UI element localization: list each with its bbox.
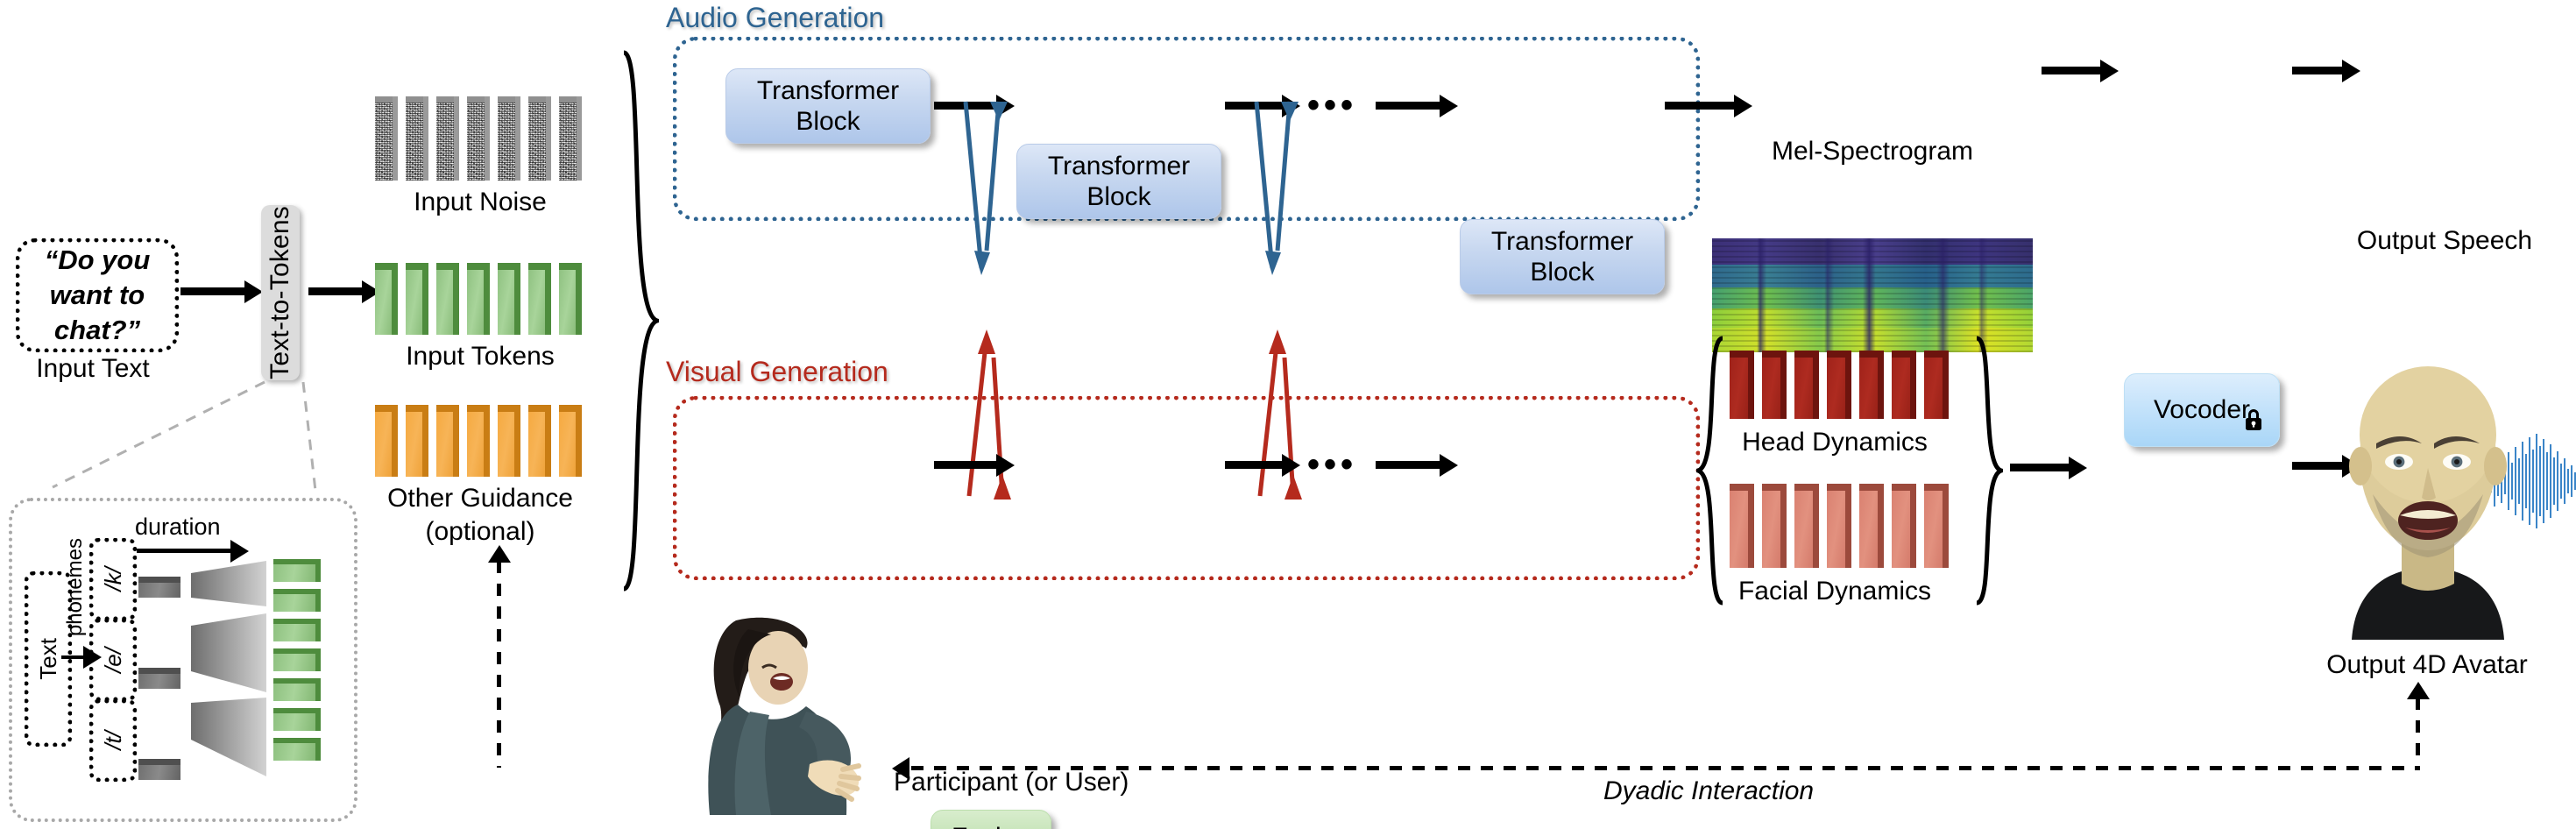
feedback-line-from-avatar [2416, 698, 2420, 769]
other-guidance-stack [375, 405, 582, 477]
phoneme-box-3: /t/ [89, 699, 137, 782]
input-text-quote: “Do you want to chat?” [44, 244, 151, 346]
text-label-inset: Text [34, 638, 61, 680]
guidance-arrowhead-up [488, 545, 511, 563]
feedback-arrowhead-left [892, 757, 909, 780]
arrow-vocoder-to-speech [2292, 67, 2343, 74]
inset-expanded-tokens [273, 559, 321, 761]
phoneme-embed-1 [138, 577, 180, 598]
phonemes-label: phonemes [63, 538, 87, 637]
other-guidance-caption: Other Guidance [387, 484, 573, 513]
text-box-inset: Text [25, 571, 72, 747]
arrow-audio-b2-ellipsis [1225, 102, 1283, 110]
duration-label: duration [135, 514, 221, 540]
block-label-line2: Block [796, 107, 860, 136]
arrow-tokenizer-to-tokens [308, 287, 363, 295]
phoneme-box-2: /e/ [89, 619, 137, 701]
other-guidance-optional: (optional) [425, 517, 535, 546]
block-label-line1: Transformer [756, 75, 900, 105]
duration-expansion-trapezoids [191, 561, 266, 776]
input-tokens-stack [375, 263, 582, 335]
dyadic-interaction-caption: Dyadic Interaction [1603, 776, 1815, 805]
lock-icon [2242, 407, 2265, 437]
dynamics-brace-left [1696, 336, 1724, 606]
fusion-block-1: Fusion [931, 810, 1051, 829]
input-noise-caption: Input Noise [414, 188, 547, 216]
phoneme-box-1: /k/ [89, 538, 137, 620]
visual-generation-region [673, 396, 1700, 580]
audio-transformer-block-2: Transformer Block [1016, 144, 1221, 219]
audio-generation-title: Audio Generation [666, 2, 885, 33]
audio-ellipsis: ••• [1307, 86, 1358, 124]
arrow-audio-ellipsis-b3 [1376, 102, 1440, 110]
output-avatar-image [2318, 338, 2537, 640]
output-speech-caption: Output Speech [2356, 226, 2533, 255]
visual-ellipsis: ••• [1307, 445, 1358, 484]
arrow-visual-b1-b2 [934, 461, 997, 469]
visual-generation-title: Visual Generation [666, 356, 888, 387]
head-dynamics-stack [1730, 351, 1949, 419]
feedback-arrowhead-up [2407, 682, 2430, 699]
arrow-visual-ellipsis-b3 [1376, 461, 1440, 469]
arrow-dynamics-to-decoder [2010, 464, 2070, 471]
feedback-line-to-guidance [497, 561, 501, 768]
feedback-line-horizontal [911, 766, 2420, 770]
fusion-label: Fusion [952, 822, 1030, 829]
phoneme-embed-3 [138, 759, 180, 780]
arrow-spectrogram-to-vocoder [2042, 67, 2101, 74]
input-tokens-caption: Input Tokens [406, 342, 555, 371]
arrow-decoder-to-avatar [2292, 462, 2343, 470]
mel-spectrogram-image [1712, 238, 2033, 352]
mel-spectrogram-caption: Mel-Spectrogram [1771, 137, 1974, 166]
arrow-text-to-phonemes [61, 655, 84, 659]
output-avatar-caption: Output 4D Avatar [2326, 650, 2528, 679]
fusion-arrows-audio-2 [1254, 101, 1299, 275]
dynamics-brace-right [1975, 336, 2003, 606]
head-dynamics-caption: Head Dynamics [1742, 428, 1928, 457]
inset-callout-lines [52, 380, 317, 492]
facial-dynamics-stack [1730, 484, 1949, 568]
input-noise-stack [375, 96, 582, 181]
participant-caption: Participant (or User) [894, 768, 1129, 797]
audio-transformer-block-3: Transformer Block [1460, 219, 1665, 294]
arrow-text-to-tokenizer [180, 287, 245, 295]
vocoder-label: Vocoder [2153, 395, 2251, 425]
phoneme-embed-2 [138, 668, 180, 689]
facial-dynamics-caption: Facial Dynamics [1737, 577, 1932, 606]
text-to-tokens-label: Text-to-Tokens [265, 206, 294, 379]
text-to-tokens-detail-panel: duration Text phonemes /k/ /e/ /t/ [9, 498, 357, 822]
arrow-duration [137, 549, 231, 553]
input-text-box: “Do you want to chat?” [16, 238, 179, 352]
arrow-audio-to-spectrogram [1665, 102, 1735, 110]
text-to-tokens-block: Text-to-Tokens [261, 205, 300, 380]
arrow-visual-b2-ellipsis [1225, 461, 1283, 469]
participant-image [675, 613, 894, 815]
streams-brace [622, 50, 659, 592]
input-text-caption: Input Text [36, 354, 150, 383]
vocoder-block: Vocoder [2124, 373, 2280, 447]
fusion-arrows-audio [963, 101, 1008, 275]
audio-transformer-block-1: Transformer Block [725, 68, 931, 144]
